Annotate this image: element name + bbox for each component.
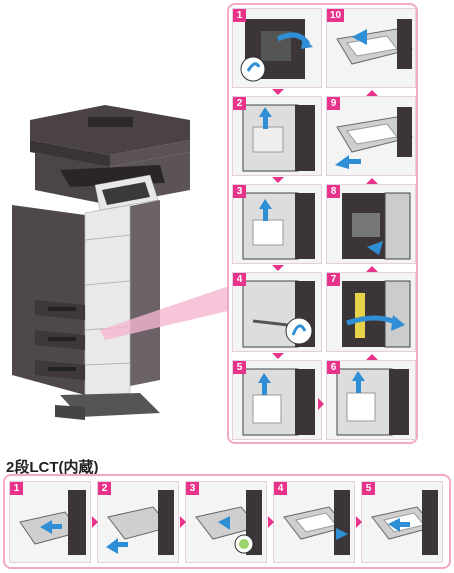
lct-step-panel-3: 3 [185, 481, 267, 563]
arrow-icon [272, 89, 284, 95]
step-panel-10: 10 [326, 8, 416, 88]
printer-illustration [0, 95, 230, 425]
step-number-badge: 10 [327, 9, 344, 22]
step-number-badge: 4 [233, 273, 246, 286]
step-panel-6: 6 [326, 360, 416, 440]
step-number-badge: 1 [233, 9, 246, 22]
step-number-badge: 2 [233, 97, 246, 110]
lct-step-panel-4: 4 [273, 481, 355, 563]
step-number-badge: 6 [327, 361, 340, 374]
step-number-badge: 3 [186, 482, 199, 495]
step-panel-3: 3 [232, 184, 322, 264]
step-number-badge: 1 [10, 482, 23, 495]
step-number-badge: 5 [233, 361, 246, 374]
arrow-icon [318, 398, 324, 410]
step-panel-9: 9 [326, 96, 416, 176]
arrow-icon [366, 90, 378, 96]
arrow-icon [366, 266, 378, 272]
step-panel-7: 7 [326, 272, 416, 352]
step-panel-2: 2 [232, 96, 322, 176]
step-number-badge: 3 [233, 185, 246, 198]
arrow-icon [272, 265, 284, 271]
arrow-icon [180, 516, 186, 528]
arrow-icon [92, 516, 98, 528]
arrow-icon [366, 354, 378, 360]
lct-step-panel-1: 1 [9, 481, 91, 563]
step-panel-5: 5 [232, 360, 322, 440]
section-title: 2段LCT(内蔵) [6, 459, 99, 476]
step-panel-1: 1 [232, 8, 322, 88]
step-number-badge: 4 [274, 482, 287, 495]
step-number-badge: 9 [327, 97, 340, 110]
arrow-icon [268, 516, 274, 528]
step-number-badge: 8 [327, 185, 340, 198]
lct-step-panel-2: 2 [97, 481, 179, 563]
step-number-badge: 5 [362, 482, 375, 495]
arrow-icon [272, 353, 284, 359]
arrow-icon [272, 177, 284, 183]
arrow-icon [356, 516, 362, 528]
step-number-badge: 7 [327, 273, 340, 286]
lct-steps-panel: 1 2 3 4 [3, 474, 451, 569]
step-number-badge: 2 [98, 482, 111, 495]
lct-step-panel-5: 5 [361, 481, 443, 563]
arrow-icon [366, 178, 378, 184]
step-panel-4: 4 [232, 272, 322, 352]
step-panel-8: 8 [326, 184, 416, 264]
